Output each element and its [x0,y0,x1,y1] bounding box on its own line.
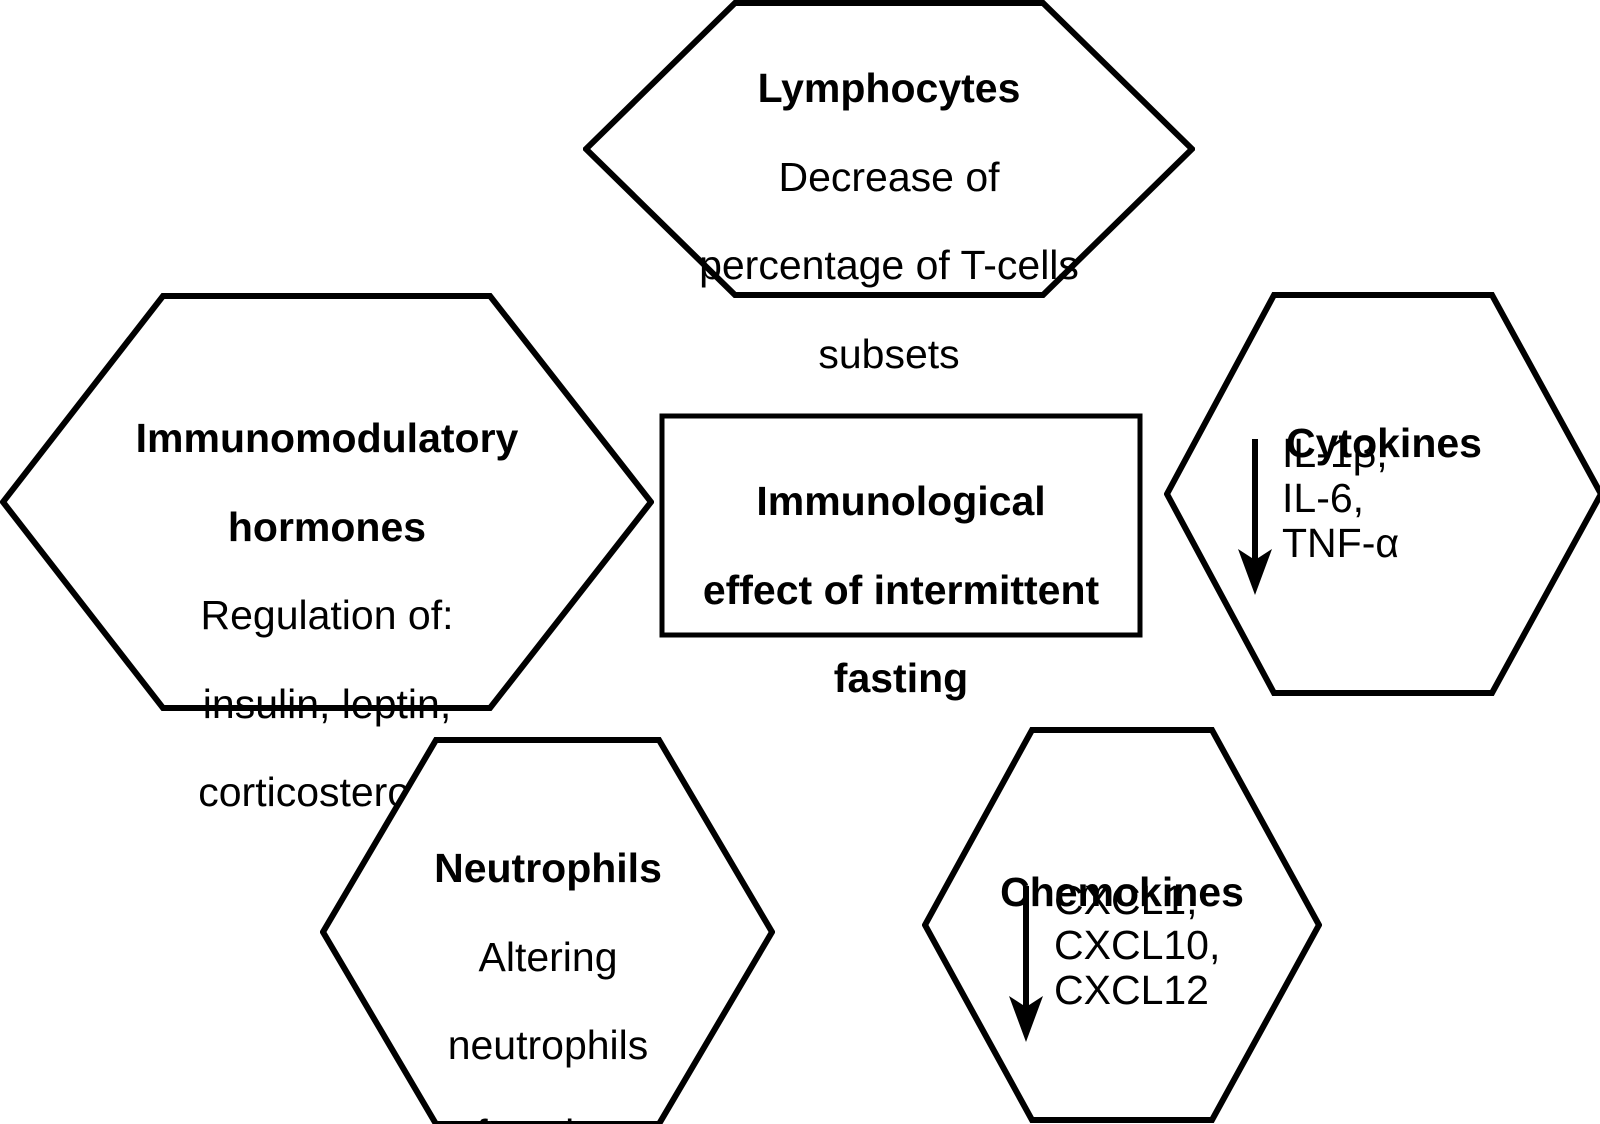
node-neutrophils[interactable]: Neutrophils Altering neutrophils functio… [320,736,775,1124]
rectangle-shape-center [659,413,1143,638]
node-title-wrap-cytokines: Cytokines [1184,377,1584,510]
node-line-2-neutrophils: neutrophils [447,1022,649,1069]
node-line-1-lymphocytes: Decrease of [778,153,1000,200]
center-line-2: effect of intermittent [702,566,1100,613]
node-line-2-immunomodulatory-hormones: insulin, leptin, [202,680,452,727]
node-line-3-lymphocytes: subsets [818,330,960,377]
node-title-wrap-chemokines: Chemokines [922,826,1322,959]
node-line-3-cytokines: TNF-α [1282,520,1400,567]
node-line-2-lymphocytes: percentage of T-cells [699,242,1079,289]
node-title-line2-immunomodulatory-hormones: hormones [227,503,427,550]
node-title-line1-immunomodulatory-hormones: Immunomodulatory [135,415,519,462]
node-list-chemokines: CXCL1, CXCL10, CXCL12 [1054,877,1324,1014]
node-label-center: Immunological effect of intermittent fas… [667,435,1135,745]
node-immunomodulatory-hormones[interactable]: Immunomodulatory hormones Regulation of:… [0,292,654,815]
down-arrow-icon-chemokines [1009,886,1043,1042]
node-title-neutrophils: Neutrophils [434,845,662,892]
node-title-lymphocytes: Lymphocytes [757,65,1021,112]
node-label-lymphocytes: Lymphocytes Decrease of percentage of T-… [643,22,1135,420]
hexagon-shape-lymphocytes [583,0,1195,298]
node-title-chemokines: Chemokines [1000,869,1244,916]
node-list-cytokines: IL-1β, IL-6, TNF-α [1282,430,1582,567]
node-title-cytokines: Cytokines [1286,420,1482,467]
hexagon-shape-immunomodulatory-hormones [0,293,654,711]
node-line-3-chemokines: CXCL12 [1054,967,1209,1014]
hexagon-shape-neutrophils [320,737,775,1124]
node-line-3-neutrophils: function [348,1112,748,1124]
node-center-immunological-effect[interactable]: Immunological effect of intermittent fas… [659,413,1143,701]
node-chemokines[interactable]: Chemokines CXCL1, CXCL10, CXCL12 [922,726,1322,1124]
node-line-2-cytokines: IL-6, [1282,475,1365,522]
node-line-2-chemokines: CXCL10, [1054,922,1221,969]
center-line-1: Immunological [756,478,1046,525]
hexagon-shape-cytokines [1164,292,1600,696]
node-lymphocytes[interactable]: Lymphocytes Decrease of percentage of T-… [583,0,1195,376]
node-label-immunomodulatory-hormones: Immunomodulatory hormones Regulation of:… [56,372,598,859]
node-line-1-immunomodulatory-hormones: Regulation of: [200,592,454,639]
node-line-1-chemokines: CXCL1, [1054,877,1198,923]
node-line-1-neutrophils: Altering [478,933,618,980]
node-cytokines[interactable]: Cytokines IL-1β, IL-6, TNF-α [1164,291,1600,697]
center-line-3: fasting [833,655,969,702]
node-label-neutrophils: Neutrophils Altering neutrophils functio… [348,802,748,1124]
node-line-1-cytokines: IL-1β, [1282,430,1388,476]
down-arrow-icon-cytokines [1238,439,1272,595]
